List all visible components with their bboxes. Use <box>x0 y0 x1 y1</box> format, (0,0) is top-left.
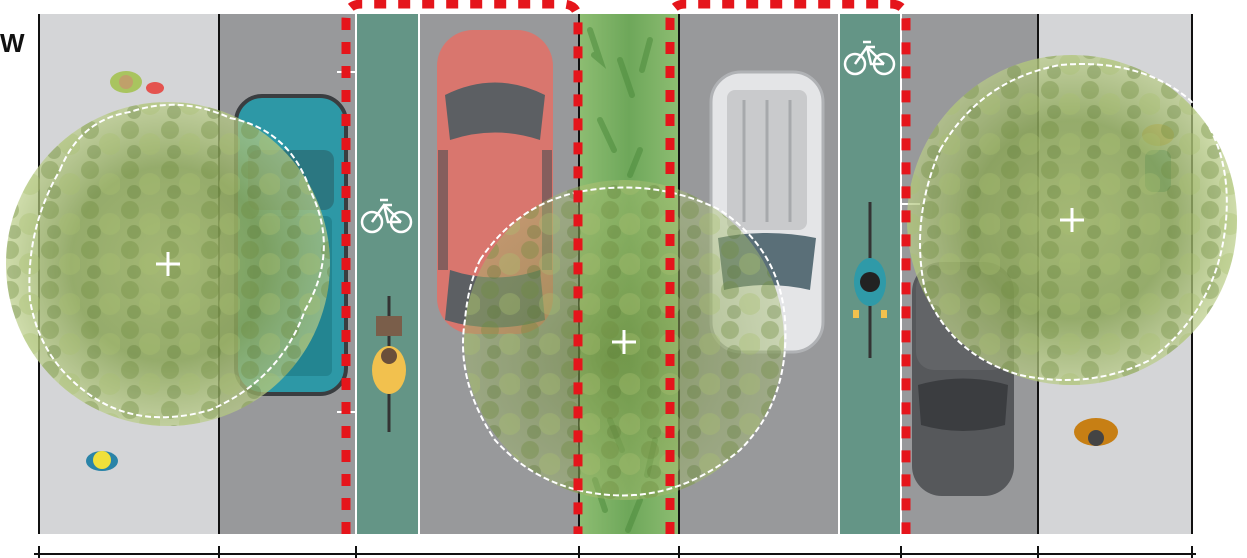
dimension-line <box>34 546 1196 558</box>
pedestrian-bottom-right <box>1074 418 1118 446</box>
pedestrian-bottom-left <box>86 451 118 471</box>
tree-center <box>463 180 785 500</box>
tree-right <box>907 55 1237 385</box>
bike-lane-left <box>356 14 419 534</box>
tree-left <box>6 102 330 426</box>
